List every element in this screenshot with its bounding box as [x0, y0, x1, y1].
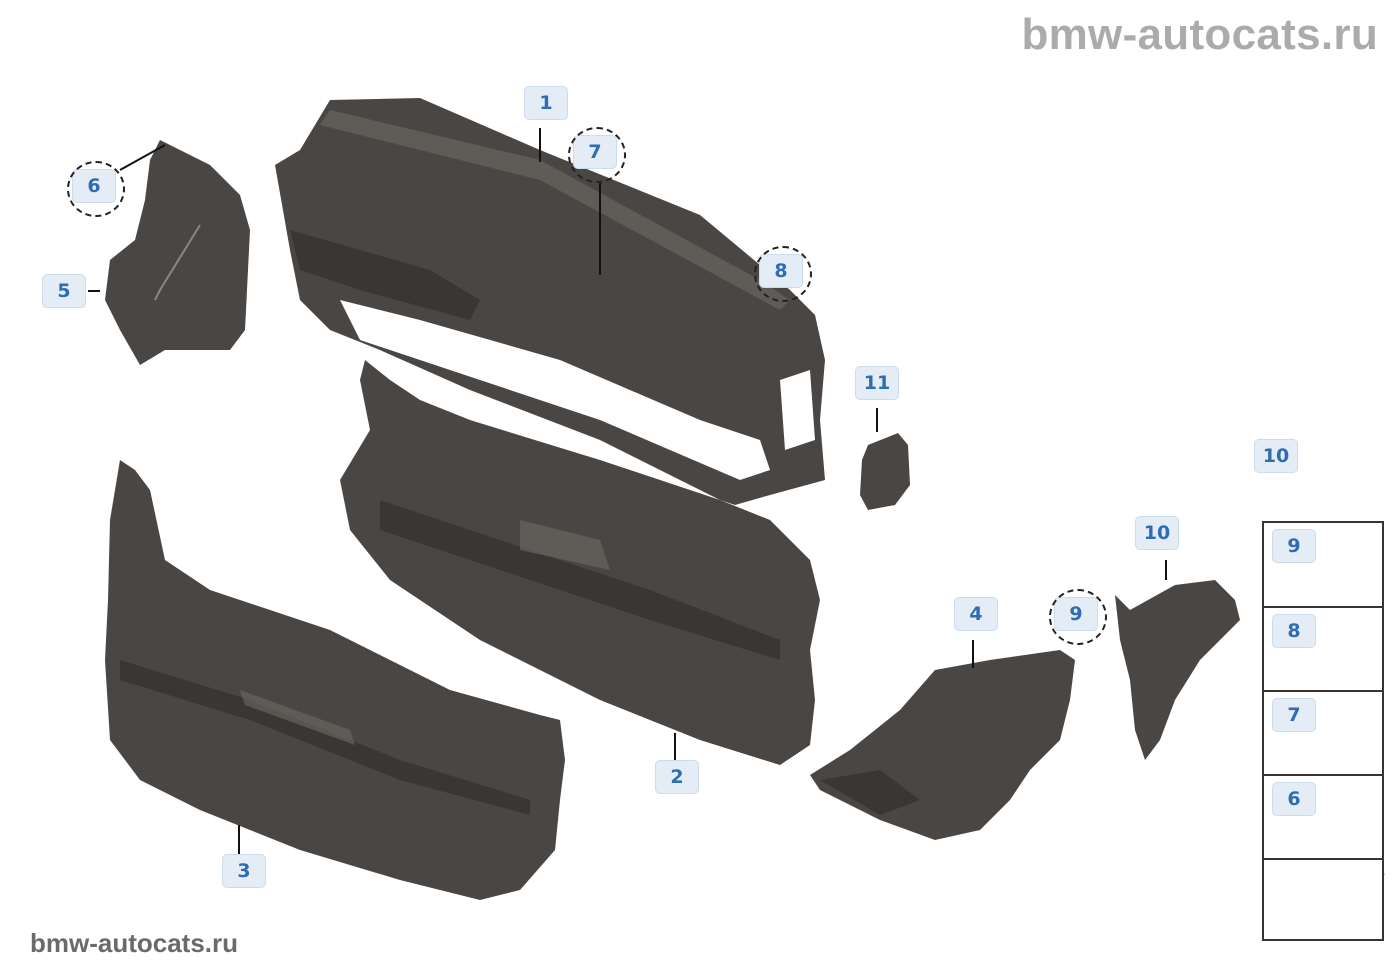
callout-5[interactable]: 5 [42, 274, 86, 308]
legend-callout-7: 7 [1272, 698, 1316, 732]
leader-lines [88, 128, 1167, 855]
legend-callout-9: 9 [1272, 529, 1316, 563]
legend-item-9[interactable]: 9 [1264, 523, 1382, 608]
watermark-top: bmw-autocats.ru [1021, 10, 1378, 59]
part-5-air-duct-left[interactable] [105, 140, 250, 365]
callout-4[interactable]: 4 [954, 597, 998, 631]
callout-8[interactable]: 8 [754, 246, 812, 302]
callout-1[interactable]: 1 [524, 86, 568, 120]
legend-item-8[interactable]: 8 [1264, 608, 1382, 692]
part-11-cover-plate[interactable] [860, 433, 910, 510]
callout-10-legend[interactable]: 10 [1254, 439, 1298, 473]
part-4-air-duct-right[interactable] [810, 650, 1075, 840]
watermark-bottom: bmw-autocats.ru [30, 928, 239, 958]
legend-orientation-cell [1264, 860, 1382, 939]
callout-2[interactable]: 2 [655, 760, 699, 794]
part-10-air-duct-bracket[interactable] [1115, 580, 1240, 760]
legend-item-7[interactable]: 7 [1264, 692, 1382, 776]
fastener-legend: 9 8 7 6 [1262, 521, 1384, 941]
part-3-lower-air-duct-front[interactable] [105, 460, 565, 900]
legend-callout-8: 8 [1272, 614, 1316, 648]
callout-3[interactable]: 3 [222, 854, 266, 888]
callout-7[interactable]: 7 [568, 127, 626, 183]
part-2-lower-air-duct[interactable] [340, 360, 820, 765]
legend-callout-6: 6 [1272, 782, 1316, 816]
legend-item-6[interactable]: 6 [1264, 776, 1382, 860]
callout-9[interactable]: 9 [1049, 589, 1107, 645]
part-1-air-duct-frame[interactable] [275, 98, 825, 505]
callout-10[interactable]: 10 [1135, 516, 1179, 550]
callout-6[interactable]: 6 [67, 161, 125, 217]
callout-11[interactable]: 11 [855, 366, 899, 400]
